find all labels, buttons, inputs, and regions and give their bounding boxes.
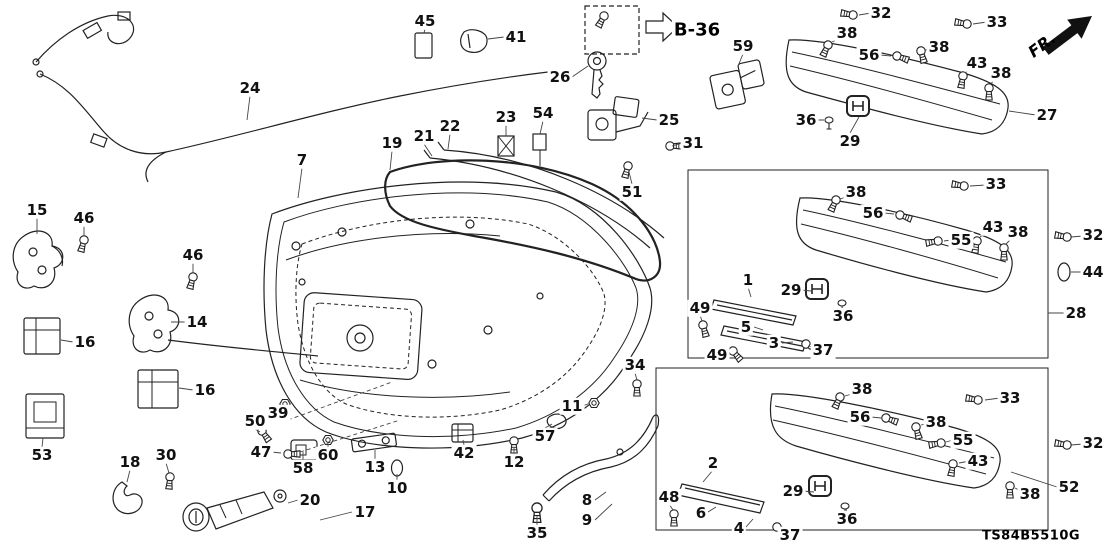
fr-arrow-icon	[1042, 15, 1092, 55]
weatherstrip-seal	[384, 159, 662, 282]
panel-28-group	[687, 169, 1049, 359]
panel-52-group	[655, 367, 1049, 531]
trunk-latch	[587, 96, 649, 141]
hook-18	[112, 481, 143, 515]
ref-box-label: B-36	[671, 19, 723, 41]
bracket-16b	[137, 369, 179, 409]
hinge-right	[128, 294, 180, 353]
bracket-53	[25, 393, 65, 439]
small-parts	[290, 29, 567, 477]
honda-emblem	[805, 278, 829, 300]
honda-emblem	[808, 475, 832, 497]
key	[587, 51, 607, 99]
trunk-lid	[263, 181, 653, 449]
torsion-rods	[167, 141, 665, 357]
bracket-16a	[23, 317, 61, 355]
trunk-release-cable	[32, 11, 549, 183]
latch-assembly	[709, 59, 765, 110]
ref-box	[584, 5, 679, 55]
ref-arrow-icon	[645, 11, 679, 43]
fasteners	[76, 8, 1073, 538]
hinge-left	[12, 230, 64, 289]
honda-emblem	[846, 95, 870, 117]
lock-cylinder	[182, 489, 287, 532]
diagram-code: TS84B5510G	[981, 528, 1081, 544]
hinge-arm	[542, 414, 660, 502]
